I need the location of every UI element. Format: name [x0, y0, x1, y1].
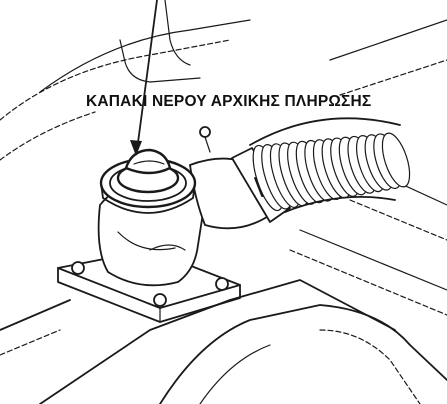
hose-assembly	[199, 117, 411, 223]
arrow-head	[130, 140, 142, 156]
tank-top-edge	[39, 299, 231, 404]
neck-rim-side	[100, 182, 196, 214]
frame-curve-top	[0, 39, 231, 121]
bolt-right	[215, 277, 229, 291]
frame-structure	[0, 0, 447, 316]
corrugated-hose	[252, 132, 411, 212]
tank-body	[0, 279, 447, 404]
clamp-bolt-shaft	[204, 136, 211, 153]
arrow-shaft	[136, 0, 158, 151]
frame-line-right-dash	[349, 199, 447, 241]
hose-lower-edge	[284, 196, 396, 213]
frame-line-right-top	[329, 19, 447, 61]
priming-water-cap	[116, 148, 180, 194]
elbow-shadow	[117, 231, 176, 251]
clamp-bolt-top	[199, 126, 211, 138]
frame-line-left	[0, 111, 96, 161]
cap-handle-ridge	[133, 160, 165, 165]
tank-edge-left-2	[0, 329, 61, 356]
bolt-front	[153, 293, 167, 307]
tank-top-ridge	[229, 279, 396, 331]
arrow-icon	[130, 0, 158, 156]
hose-upper-edge	[249, 117, 401, 146]
frame-line-right-mid	[339, 59, 447, 96]
frame-curve-upper	[39, 19, 251, 93]
elbow-curve-detail	[149, 244, 186, 251]
frame-bar-rail	[119, 39, 201, 83]
hose-rib	[381, 132, 411, 188]
tank-front-inner	[199, 344, 271, 404]
tank-front-curve	[159, 304, 447, 404]
casing-edge-right	[299, 229, 447, 291]
callout-label: ΚΑΠΑΚΙ ΝΕΡΟΥ ΑΡΧΙΚΗΣ ΠΛΗΡΩΣΗΣ	[86, 93, 372, 110]
frame-bar-vertical	[164, 0, 191, 66]
tank-edge-left	[0, 299, 71, 331]
bolt-front-left	[71, 261, 85, 275]
casing-edge-right-2	[289, 249, 447, 316]
tank-right-dash	[319, 329, 421, 404]
